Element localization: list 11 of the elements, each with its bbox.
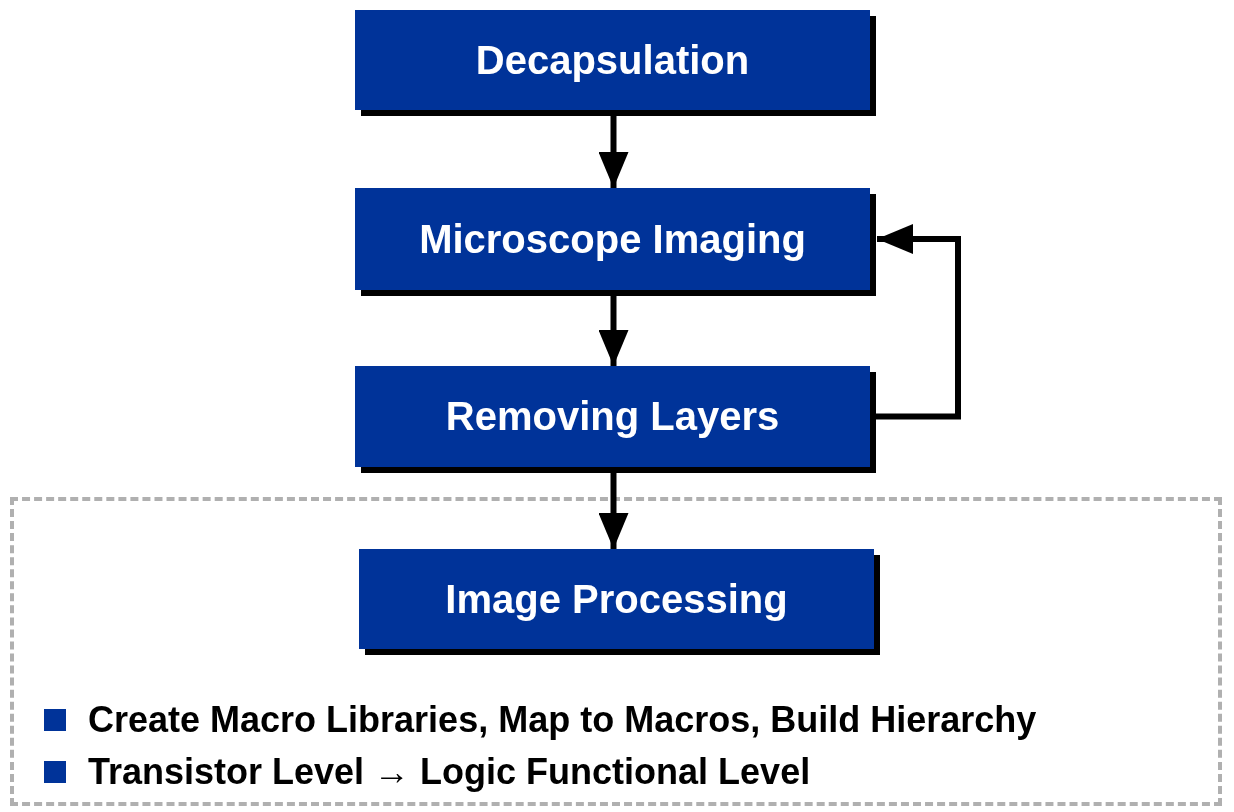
box-label: Decapsulation: [475, 37, 750, 83]
box-label: Microscope Imaging: [419, 216, 806, 262]
dashed-region: [10, 497, 1222, 806]
bullet-text: Transistor Level → Logic Functional Level: [88, 751, 811, 793]
bullet-text: Create Macro Libraries, Map to Macros, Build Hierarchy: [88, 699, 1037, 741]
box-label: Image Processing: [445, 576, 788, 622]
arrow: [598, 296, 629, 366]
arrow: [598, 116, 629, 188]
box-label: Removing Layers: [445, 394, 780, 439]
arrow: [876, 224, 961, 420]
arrow: [598, 473, 629, 549]
